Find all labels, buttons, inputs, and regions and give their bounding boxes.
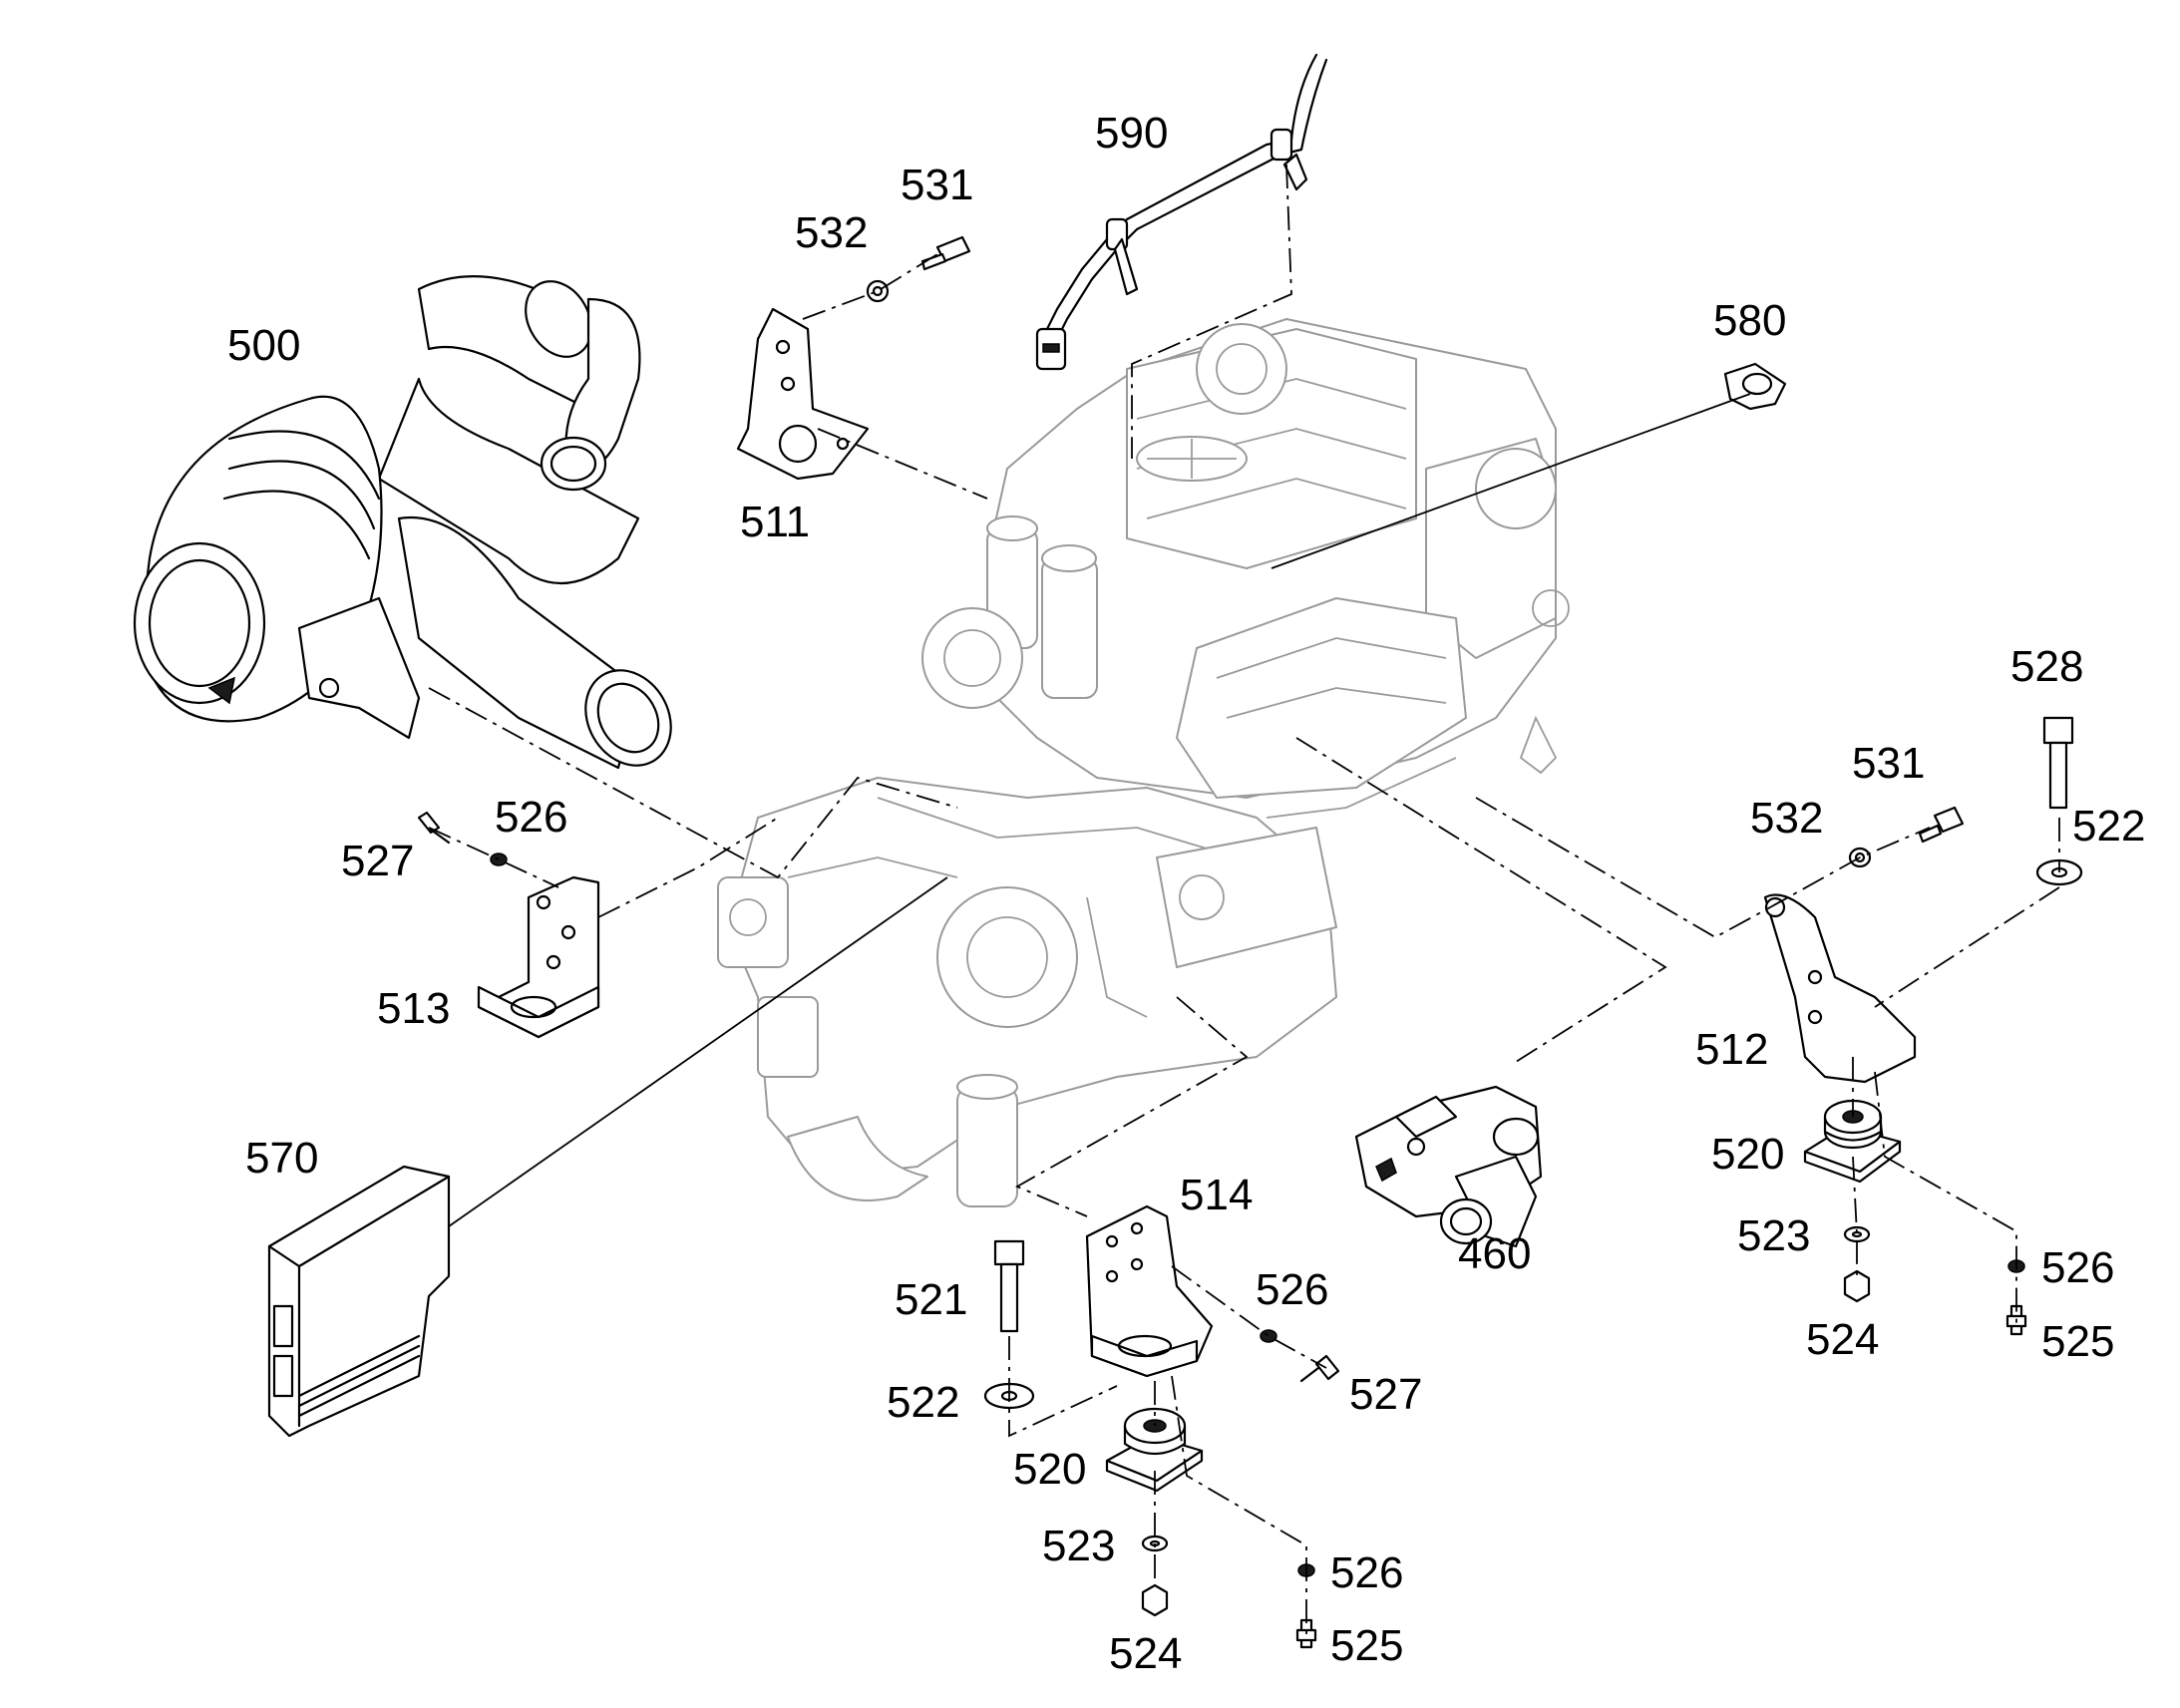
bolt-531-top — [920, 235, 971, 271]
callout-520-right: 520 — [1711, 1130, 1784, 1179]
bracket-514 — [1085, 1204, 1214, 1378]
callout-520-bottom: 520 — [1013, 1445, 1086, 1494]
callout-526-bottom-2: 526 — [1330, 1548, 1403, 1597]
callout-527-bottom: 527 — [1349, 1370, 1422, 1419]
callout-526-left: 526 — [495, 793, 567, 842]
engine-assembly — [717, 318, 1570, 1207]
callout-525-right: 525 — [2041, 1317, 2114, 1366]
callout-528: 528 — [2010, 642, 2083, 691]
callout-532-right: 532 — [1750, 794, 1823, 843]
callout-513: 513 — [377, 984, 450, 1033]
washer-526-bottom — [1260, 1329, 1277, 1343]
harness-590 — [1035, 53, 1328, 371]
mount-520-bottom — [1105, 1407, 1204, 1493]
washer-532-top — [866, 279, 890, 303]
callout-521: 521 — [895, 1275, 967, 1324]
leader-lines — [428, 164, 2060, 1635]
bolt-527-bottom — [1299, 1354, 1340, 1383]
callout-500: 500 — [227, 321, 300, 370]
callout-512: 512 — [1695, 1025, 1768, 1074]
callout-514: 514 — [1180, 1171, 1253, 1219]
callout-523-right: 523 — [1737, 1211, 1810, 1260]
bolt-521 — [993, 1239, 1025, 1333]
starter-460 — [1354, 1085, 1543, 1248]
callout-511: 511 — [740, 498, 810, 546]
plug-580 — [1723, 362, 1787, 411]
bolt-525-bottom — [1295, 1618, 1317, 1649]
callout-522-bottom: 522 — [887, 1378, 959, 1427]
callout-526-bottom: 526 — [1256, 1265, 1328, 1314]
callout-525-bottom: 525 — [1330, 1621, 1403, 1670]
nut-524-right — [1843, 1269, 1871, 1303]
callout-570: 570 — [245, 1134, 318, 1183]
callout-526-right: 526 — [2041, 1243, 2114, 1292]
callout-523-bottom: 523 — [1042, 1522, 1115, 1570]
callout-527-left: 527 — [341, 837, 414, 885]
bolt-527-left — [417, 811, 451, 845]
callout-524-right: 524 — [1806, 1315, 1879, 1364]
callout-labels: 500 590 531 532 580 511 527 526 513 570 … — [227, 109, 2145, 1678]
callout-531-right: 531 — [1852, 739, 1925, 788]
callout-590: 590 — [1095, 109, 1168, 158]
air-cleaner-500 — [133, 275, 672, 770]
nut-524-bottom — [1141, 1583, 1169, 1617]
callout-524-bottom: 524 — [1109, 1629, 1182, 1678]
callout-580: 580 — [1713, 296, 1786, 345]
bracket-512 — [1763, 893, 1917, 1084]
bracket-511 — [736, 307, 870, 481]
callout-522-right: 522 — [2072, 802, 2145, 851]
control-unit-570 — [267, 1165, 451, 1438]
callout-460: 460 — [1458, 1229, 1531, 1278]
bolt-528 — [2042, 716, 2074, 810]
callout-532-top: 532 — [795, 208, 868, 257]
bolt-531-right — [1918, 806, 1965, 844]
bracket-513 — [477, 875, 600, 1039]
callout-531-top: 531 — [901, 161, 973, 209]
